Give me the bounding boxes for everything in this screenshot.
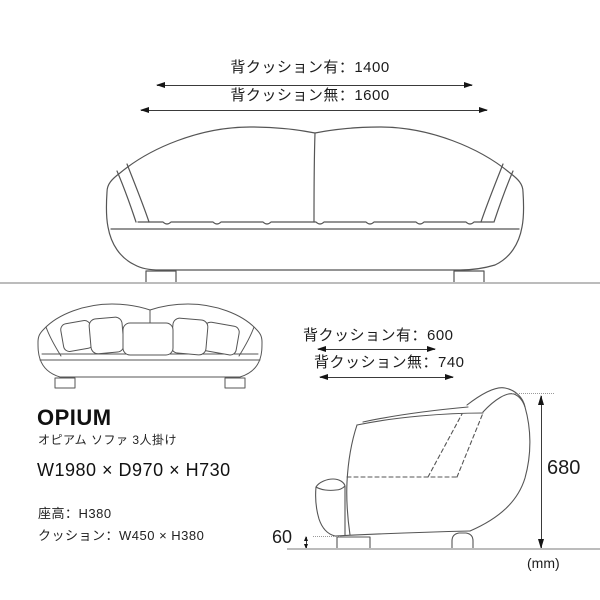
front-width-with-cushion-label: 背クッション有：1400	[230, 59, 390, 76]
side-depth-without-cushion-label: 背クッション無：740	[314, 354, 465, 371]
side-depth-with-cushion-label: 背クッション有：600	[303, 327, 454, 344]
leg-clearance-dotted-line	[313, 536, 340, 537]
sofa-front-view-drawing	[90, 122, 540, 284]
product-seat-height: 座高：H380	[38, 506, 112, 521]
sofa-cushion-view-drawing	[30, 296, 270, 392]
product-overall-size: W1980 × D970 × H730	[37, 460, 231, 480]
leg-clearance-arrow	[304, 536, 308, 549]
product-description: オピアム ソファ 3人掛け	[38, 433, 178, 447]
side-depth-without-cushion-arrow	[319, 374, 454, 380]
sofa-side-view-drawing	[305, 383, 545, 553]
height-leader-dotted-line	[512, 393, 554, 394]
front-width-with-cushion-arrow	[156, 82, 473, 88]
leg-clearance-value: 60	[272, 527, 293, 547]
front-width-without-cushion-label: 背クッション無：1600	[230, 87, 390, 104]
product-name: OPIUM	[37, 405, 112, 430]
height-dimension-value: 680	[547, 457, 581, 479]
side-depth-with-cushion-arrow	[317, 346, 436, 352]
front-view-ground-line	[0, 282, 600, 284]
side-view-ground-line	[287, 548, 600, 550]
front-width-without-cushion-arrow	[140, 107, 488, 113]
height-dimension-arrow	[538, 395, 544, 549]
unit-note: (mm)	[527, 555, 560, 571]
product-cushion-size: クッション：W450 × H380	[38, 528, 205, 543]
